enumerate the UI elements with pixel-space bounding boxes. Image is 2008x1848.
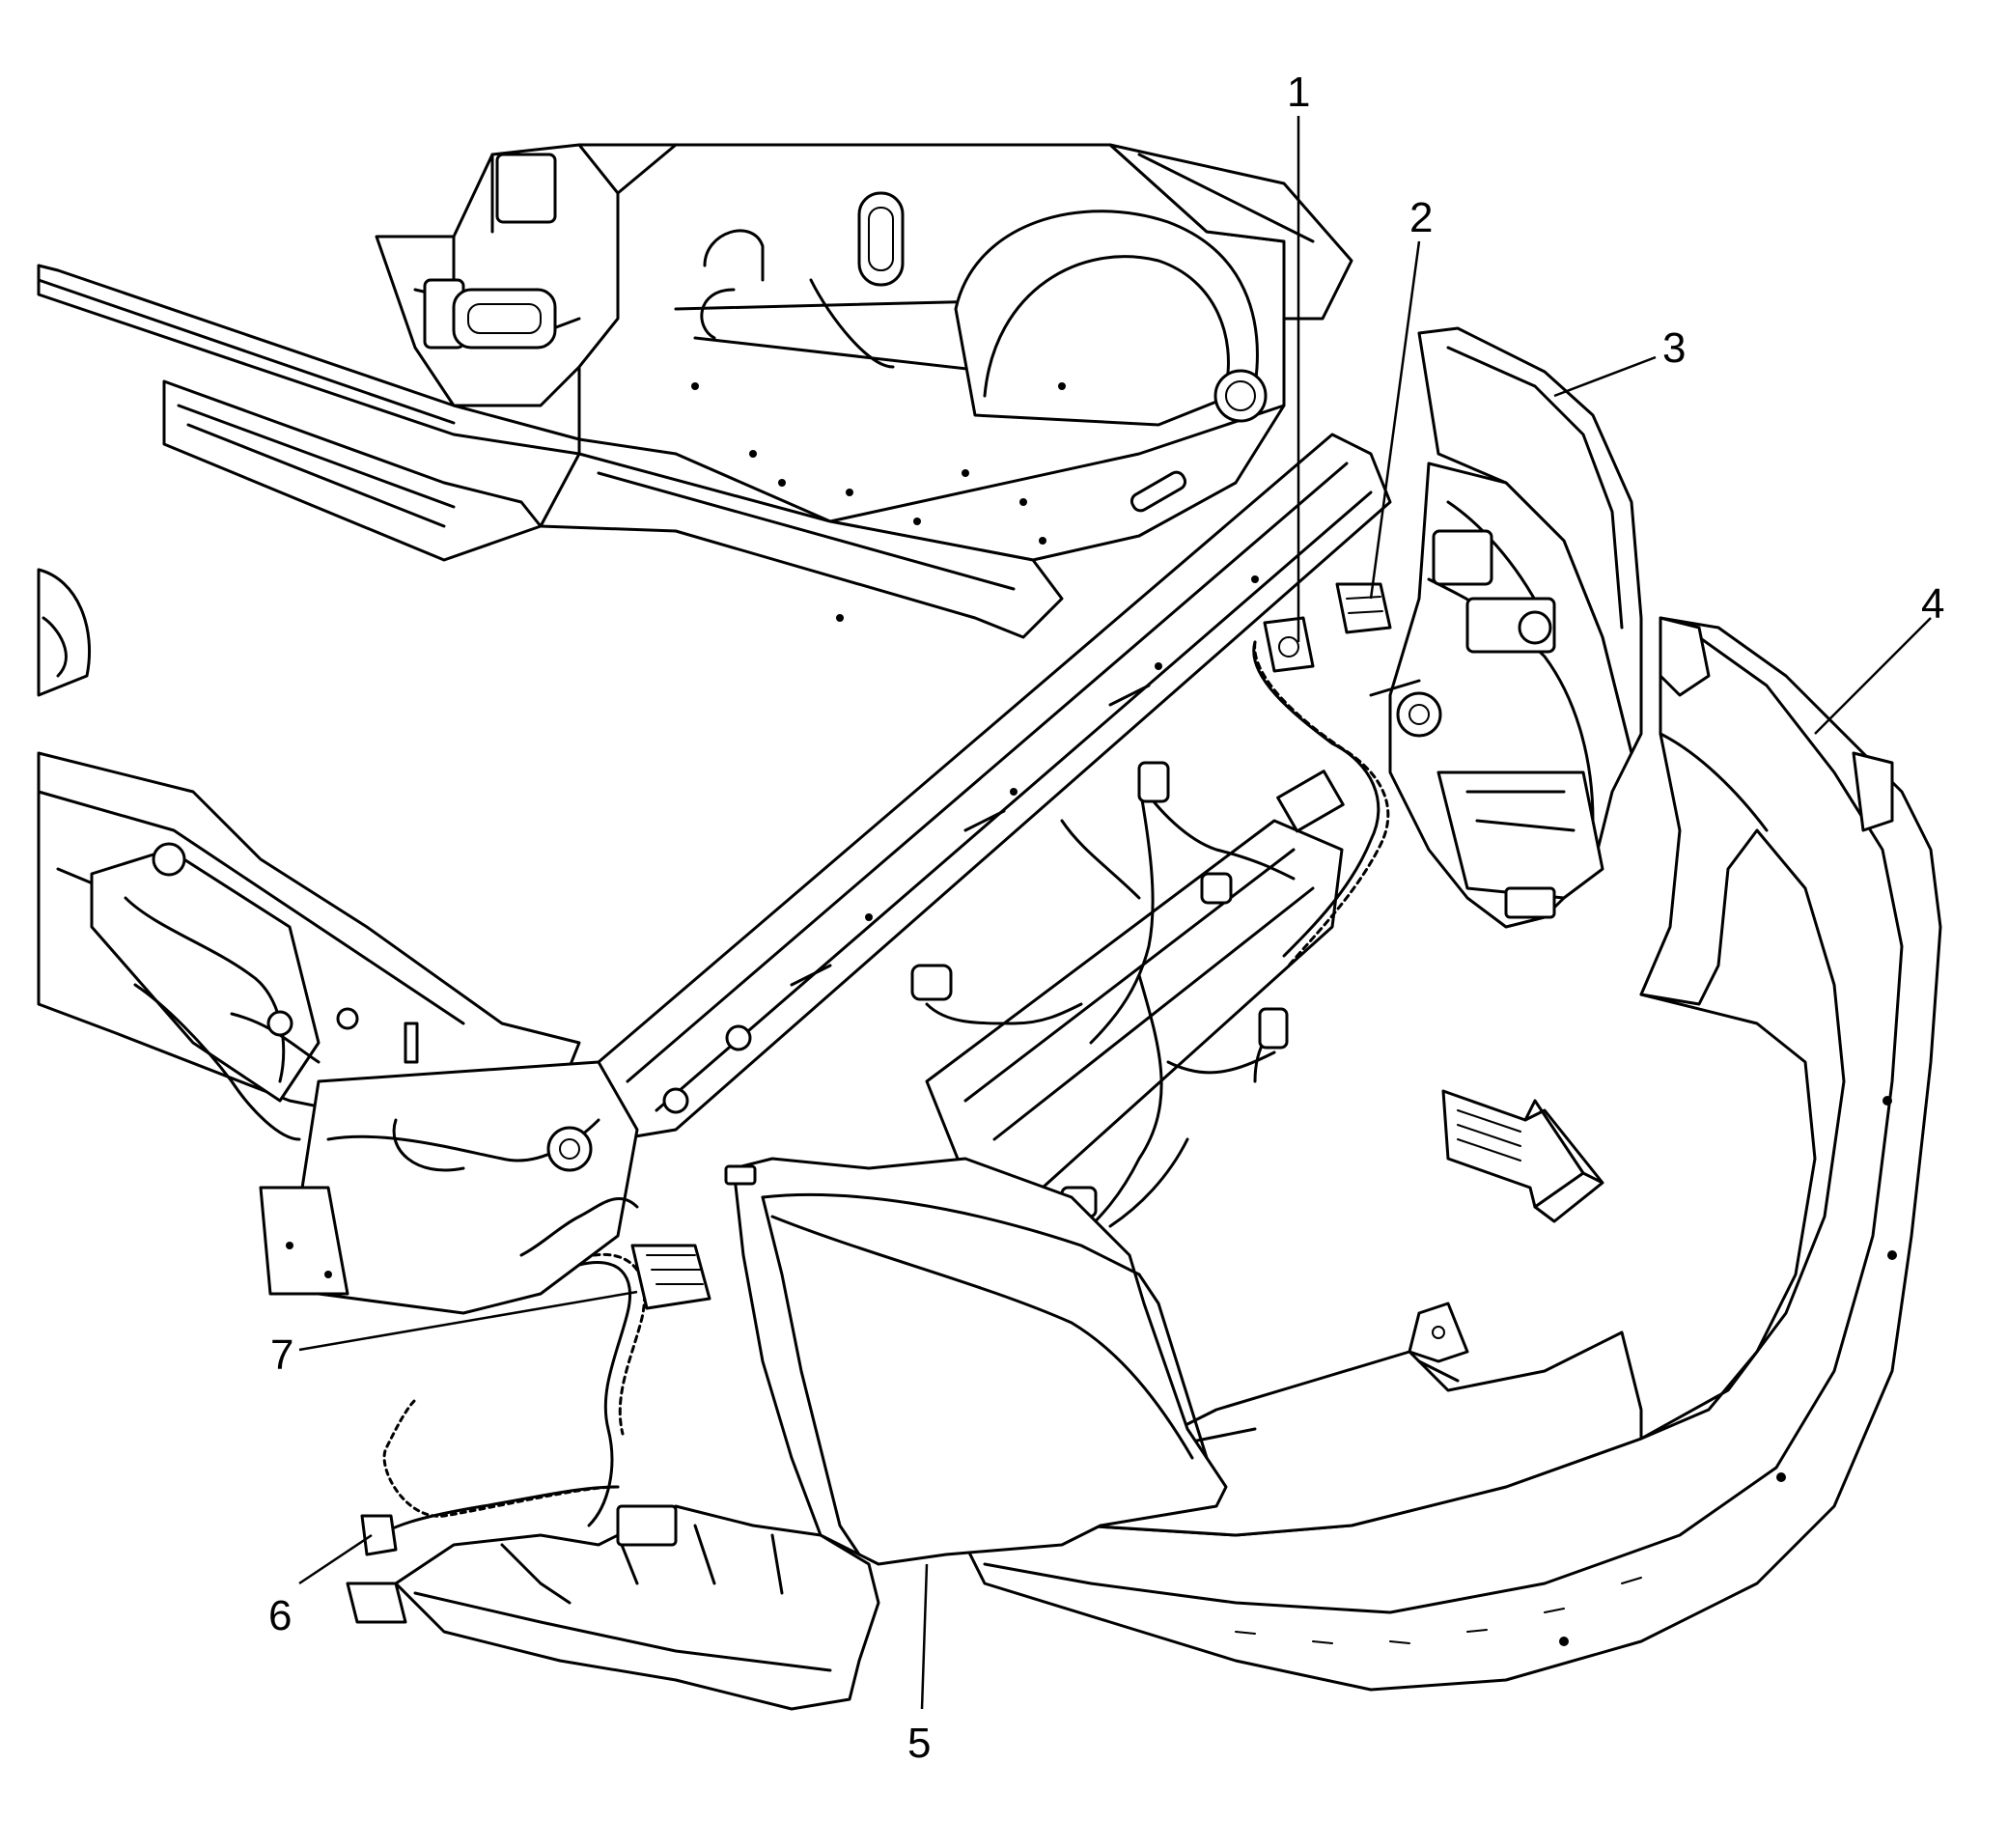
callout-7: 7	[270, 1331, 293, 1379]
headlamp-assembly-right	[1369, 326, 1643, 929]
callout-labels: 1 2 3 4 5 6 7	[268, 69, 1944, 1767]
callout-1: 1	[1287, 69, 1310, 116]
callout-3: 3	[1662, 324, 1686, 372]
leader-3	[1553, 355, 1657, 398]
callout-leaders	[298, 116, 1932, 1710]
callout-5: 5	[907, 1720, 931, 1767]
radiator-support-crossmember	[259, 433, 1392, 1315]
leader-2	[1369, 240, 1421, 600]
callout-2: 2	[1409, 194, 1433, 241]
headlamp-assembly-left	[346, 1157, 1228, 1711]
leader-6	[298, 1533, 373, 1585]
vehicle-front-direction-arrow	[1441, 1089, 1604, 1223]
callout-4: 4	[1921, 580, 1944, 628]
left-inner-body	[37, 568, 581, 1141]
leader-7	[298, 1290, 638, 1352]
leader-5	[920, 1563, 929, 1710]
front-body-structure	[37, 143, 1353, 639]
headlamp-wiring-harness	[360, 582, 1392, 1556]
leader-4	[1814, 617, 1932, 735]
callout-6: 6	[268, 1592, 292, 1639]
